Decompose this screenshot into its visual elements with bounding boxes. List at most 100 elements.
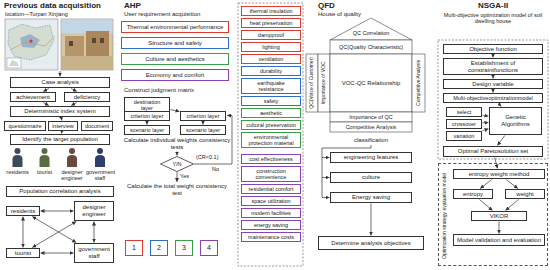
photo-building	[86, 31, 109, 56]
house-cell-label: QC(Quality Characteristic)	[330, 44, 412, 50]
node-text: engineering features	[342, 154, 401, 161]
requirement-box: ventilation	[241, 54, 301, 64]
process-box: Population correlation analysis	[6, 186, 114, 197]
process-box: criterion layer	[124, 111, 170, 121]
process-box: engineering features	[330, 152, 412, 163]
connector	[483, 122, 489, 123]
section-subtitle: Multi-objective optimization model of so…	[440, 12, 546, 25]
process-box: Case analysis	[10, 77, 110, 88]
person-head	[42, 148, 48, 154]
requirement-box: heat preservation	[241, 18, 301, 28]
connector	[32, 217, 76, 243]
person-head	[15, 148, 21, 154]
node-text: government staff	[75, 246, 113, 260]
process-box: Model validation and evaluation	[453, 234, 545, 246]
node-text: maintenance costs	[246, 234, 296, 240]
process-box: deficiency	[64, 92, 110, 102]
flow-arrow	[322, 197, 330, 198]
process-box: Thermal environmental performance	[121, 21, 229, 33]
connector	[483, 129, 489, 131]
process-box: questionnaire	[4, 121, 46, 131]
node-text: Case analysis	[39, 79, 80, 86]
node-text: 3	[180, 244, 188, 252]
node-text: variation	[452, 133, 477, 139]
node-text: crossover	[450, 121, 478, 127]
process-box: Determine analysis objectives	[318, 236, 424, 250]
process-box: VIKOR	[471, 211, 527, 221]
process-box: tourist	[6, 248, 40, 258]
site-map	[5, 19, 58, 70]
node-text: Genetic Algorithms	[490, 114, 541, 128]
branch-label: Yes	[180, 173, 196, 179]
process-box: crossover	[446, 119, 482, 129]
step-label: classification	[345, 137, 397, 144]
optimization-model-frame	[438, 40, 548, 159]
process-box: Objective function	[443, 44, 543, 54]
node-text: modern facilities	[249, 210, 293, 216]
connector	[94, 222, 95, 243]
node-text: destination layer	[125, 99, 169, 112]
person-body	[95, 155, 105, 167]
step-label: Construct judgment matrix	[124, 87, 230, 94]
connector	[371, 204, 372, 236]
process-box: interview	[48, 121, 78, 131]
process-box: entropy	[453, 189, 493, 199]
process-box: Culture and aesthetics	[121, 53, 229, 65]
yes-arrow	[177, 172, 178, 182]
node-text: document	[83, 123, 111, 129]
process-box: Economy and comfort	[121, 69, 229, 81]
node-text: Population correlation analysis	[17, 188, 102, 195]
requirement-box: energy saving	[241, 220, 301, 230]
process-box: residents	[6, 206, 40, 216]
flow-arrow	[322, 157, 330, 158]
process-box: designer engineer	[74, 201, 114, 221]
process-box: Establishment of constraintfunctions	[443, 58, 543, 75]
node-text: entropy	[461, 191, 485, 198]
house-cell-label: Importance of QC	[330, 114, 412, 120]
process-box: scenario layer	[180, 125, 226, 135]
node-text: earthquake resistance	[242, 80, 300, 93]
node-text: thermal insulation	[247, 8, 294, 14]
requirement-box: durability	[241, 66, 301, 76]
process-box: document	[81, 121, 113, 131]
connector	[506, 180, 518, 189]
person-icon	[40, 148, 50, 167]
process-box: scenario layer	[124, 125, 170, 135]
flow-arrow	[60, 71, 61, 77]
node-text: 2	[155, 244, 163, 252]
node-text: Culture and aesthetics	[143, 56, 207, 63]
process-box: culture	[330, 172, 412, 183]
node-text: achievement	[14, 94, 52, 101]
person-body	[67, 155, 77, 167]
person-body	[13, 155, 23, 167]
node-text: environmental protection material	[242, 134, 300, 147]
node-text: Determine analysis objectives	[329, 240, 412, 247]
person-label: designer engineer	[58, 169, 86, 182]
requirement-box: residential comfort	[241, 184, 301, 194]
condition-label: (CR<0.1)	[196, 154, 232, 160]
node-text: VIKOR	[488, 213, 511, 220]
node-text: 1	[130, 244, 138, 252]
connector	[480, 200, 493, 211]
process-box: Multi-objectiveoptimizationmodel	[443, 93, 543, 103]
node-text: culture	[360, 174, 382, 181]
node-text: deficiency	[72, 94, 103, 101]
node-text: Structure and safety	[146, 40, 204, 47]
node-text: Establishment of constraintfunctions	[444, 60, 542, 74]
map-region	[8, 24, 54, 60]
category-number-box: 2	[150, 240, 168, 256]
node-text: designer engineer	[75, 204, 113, 218]
process-box: government staff	[74, 243, 114, 263]
section-title: QFD	[318, 1, 418, 10]
node-text: weight	[514, 191, 535, 198]
requirement-column-frame	[238, 3, 303, 266]
process-box: entropy weight method	[453, 169, 545, 179]
requirement-box: cultural preservation	[241, 120, 301, 130]
dwelling-photo	[61, 19, 113, 70]
process-box: achievement	[10, 92, 56, 102]
connector	[483, 115, 489, 116]
process-box: Optimal Paretosolution set	[443, 146, 543, 157]
category-number-box: 1	[125, 240, 143, 256]
node-text: scenario layer	[184, 127, 222, 133]
